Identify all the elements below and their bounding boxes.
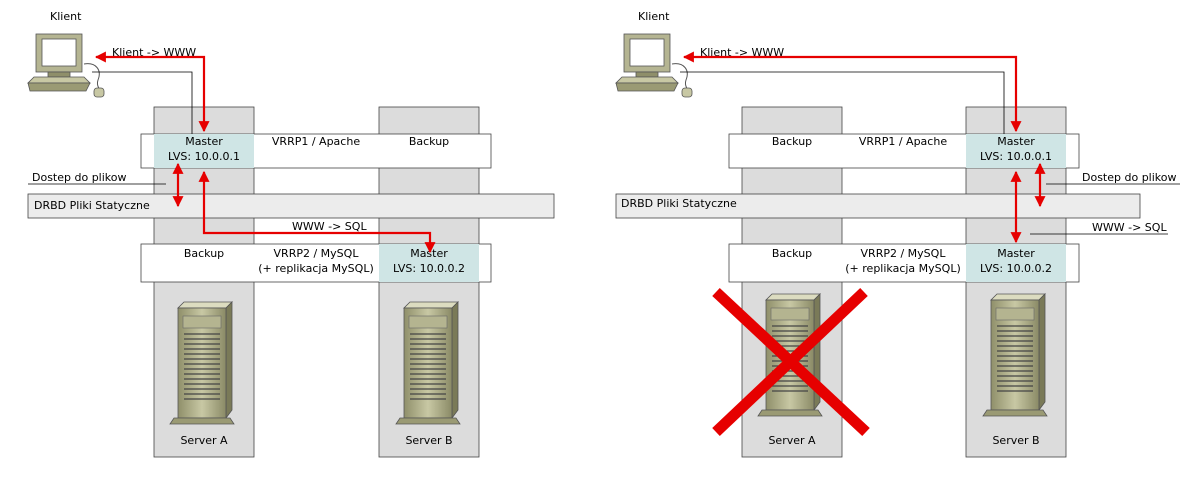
drbd-label: DRBD Pliki Statyczne	[34, 199, 150, 212]
sql-flow-label: WWW -> SQL	[292, 220, 367, 233]
sql-flow-label: WWW -> SQL	[1092, 221, 1167, 234]
vrrp2-label-line2: (+ replikacja MySQL)	[845, 262, 960, 275]
vrrp2-box: Backup VRRP2 / MySQL (+ replikacja MySQL…	[140, 243, 492, 283]
vrrp1-server-a-ip: LVS: 10.0.0.1	[168, 150, 240, 163]
server-tower-icon	[395, 301, 461, 425]
vrrp1-label: VRRP1 / Apache	[859, 135, 947, 148]
server-a-label: Server A	[768, 434, 816, 447]
access-label: Dostep do plikow	[1082, 171, 1177, 184]
vrrp1-server-b-role: Master	[997, 135, 1035, 148]
drbd-bar: DRBD Pliki Statyczne	[27, 193, 555, 219]
vrrp1-box: Backup VRRP1 / Apache Master LVS: 10.0.0…	[728, 133, 1080, 169]
left-diagram: Master LVS: 10.0.0.1 VRRP1 / Apache Back…	[27, 10, 555, 458]
vrrp2-label-line2: (+ replikacja MySQL)	[258, 262, 373, 275]
server-b-label: Server B	[992, 434, 1039, 447]
drbd-bar: DRBD Pliki Statyczne	[615, 193, 1141, 219]
vrrp2-server-b-ip: LVS: 10.0.0.2	[393, 262, 465, 275]
vrrp2-server-a-role: Backup	[772, 247, 812, 260]
server-a-label: Server A	[180, 434, 228, 447]
vrrp2-label-line1: VRRP2 / MySQL	[274, 247, 360, 260]
arrow-icon	[682, 51, 1046, 244]
client-label: Klient	[638, 10, 670, 23]
computer-icon	[27, 33, 105, 98]
drbd-label: DRBD Pliki Statyczne	[621, 197, 737, 210]
vrrp1-label: VRRP1 / Apache	[272, 135, 360, 148]
server-b-label: Server B	[405, 434, 452, 447]
vrrp1-box: Master LVS: 10.0.0.1 VRRP1 / Apache Back…	[140, 133, 492, 169]
arrow-icon	[94, 51, 436, 254]
computer-icon	[615, 33, 693, 98]
vrrp1-server-b-role: Backup	[409, 135, 449, 148]
vrrp1-server-a-role: Master	[185, 135, 223, 148]
server-tower-icon	[169, 301, 235, 425]
server-tower-icon	[982, 293, 1048, 417]
vrrp2-box: Backup VRRP2 / MySQL (+ replikacja MySQL…	[728, 243, 1080, 283]
vrrp1-server-a-role: Backup	[772, 135, 812, 148]
access-label: Dostep do plikow	[32, 171, 127, 184]
vrrp2-server-a-role: Backup	[184, 247, 224, 260]
client-label: Klient	[50, 10, 82, 23]
vrrp2-server-b-role: Master	[997, 247, 1035, 260]
vrrp2-server-b-ip: LVS: 10.0.0.2	[980, 262, 1052, 275]
vrrp1-server-b-ip: LVS: 10.0.0.1	[980, 150, 1052, 163]
right-diagram: Backup VRRP1 / Apache Master LVS: 10.0.0…	[615, 10, 1180, 458]
vrrp2-label-line1: VRRP2 / MySQL	[861, 247, 947, 260]
failure-cross-icon	[712, 287, 870, 437]
